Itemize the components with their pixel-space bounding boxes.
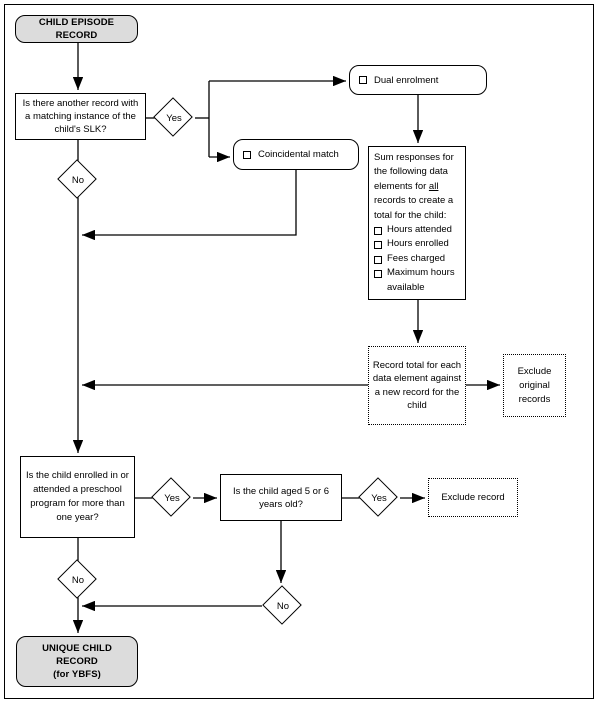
exclude-record-label: Exclude record: [441, 492, 505, 503]
decision-yes-preschool: Yes: [151, 477, 193, 519]
dual-enrolment-label: Dual enrolment: [374, 74, 439, 86]
sum-item-label: Maximum hours available: [387, 267, 455, 293]
node-sum-responses: Sum responses for the following data ele…: [368, 146, 466, 300]
checkbox-icon: [374, 241, 382, 250]
question-aged-label: Is the child aged 5 or 6 years old?: [232, 485, 330, 510]
node-dual-enrolment: Dual enrolment: [349, 65, 487, 95]
start-label: CHILD EPISODE RECORD: [38, 17, 115, 41]
sum-item: Hours enrolled: [374, 237, 463, 251]
sum-intro-all: all: [428, 180, 439, 192]
checkbox-icon: [374, 255, 382, 264]
decision-no-slk: No: [57, 159, 99, 201]
decision-no-label: No: [71, 574, 85, 586]
node-start: CHILD EPISODE RECORD: [15, 15, 138, 43]
node-coincidental-match: Coincidental match: [233, 139, 359, 170]
decision-no-label: No: [276, 600, 290, 612]
exclude-original-label: Exclude original records: [517, 365, 552, 405]
node-record-total: Record total for each data element again…: [368, 346, 466, 425]
node-exclude-record: Exclude record: [428, 478, 518, 517]
node-question-preschool: Is the child enrolled in or attended a p…: [20, 456, 135, 538]
decision-yes-aged: Yes: [358, 477, 400, 519]
node-question-slk: Is there another record with a matching …: [15, 93, 146, 140]
checkbox-icon: [374, 227, 382, 236]
sum-intro-after: records to create a total for the child:: [374, 195, 454, 221]
node-question-aged: Is the child aged 5 or 6 years old?: [220, 474, 342, 521]
sum-item: Hours attended: [374, 223, 463, 237]
coincidental-match-label: Coincidental match: [258, 149, 339, 160]
sum-item-label: Hours attended: [387, 224, 452, 236]
page-border: [4, 4, 594, 699]
sum-item: Fees charged: [374, 252, 463, 266]
checkbox-icon: [374, 270, 382, 279]
checkbox-icon: [243, 150, 251, 159]
sum-intro-before: Sum responses for the following data ele…: [374, 152, 454, 192]
checkbox-icon: [359, 76, 367, 84]
sum-intro: Sum responses for the following data ele…: [374, 151, 463, 223]
node-exclude-original: Exclude original records: [503, 354, 566, 417]
decision-yes-label: Yes: [164, 492, 180, 504]
decision-no-label: No: [71, 174, 85, 186]
record-total-label: Record total for each data element again…: [372, 359, 462, 412]
decision-yes-label: Yes: [371, 492, 387, 504]
decision-no-aged: No: [262, 585, 304, 627]
sum-item: Maximum hours available: [374, 266, 463, 295]
question-preschool-label: Is the child enrolled in or attended a p…: [26, 470, 129, 523]
decision-yes-slk: Yes: [153, 97, 195, 139]
sum-item-label: Hours enrolled: [387, 238, 449, 250]
unique-record-label-line2: (for YBFS): [53, 669, 101, 680]
question-slk-label: Is there another record with a matching …: [22, 98, 139, 135]
sum-item-label: Fees charged: [387, 252, 446, 264]
decision-yes-label: Yes: [166, 112, 182, 124]
arrow-coincidental-merge: [82, 170, 297, 241]
unique-record-label-line1: UNIQUE CHILD RECORD: [42, 643, 112, 667]
node-unique-record: UNIQUE CHILD RECORD (for YBFS): [16, 636, 138, 687]
decision-no-preschool: No: [57, 559, 99, 601]
